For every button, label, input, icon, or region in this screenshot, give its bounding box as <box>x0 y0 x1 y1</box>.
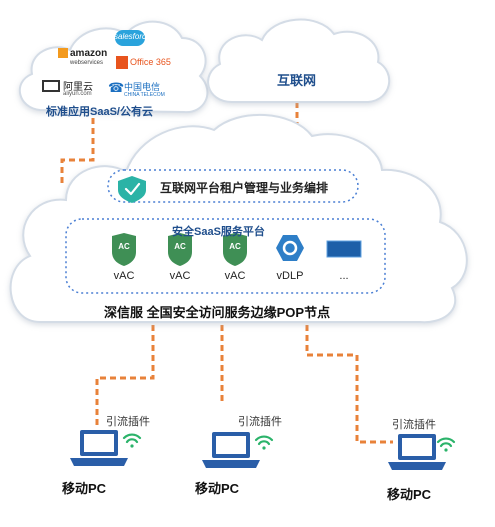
pc-label-3: 移动PC <box>387 487 432 502</box>
plugin-label-2: 引流插件 <box>238 416 282 428</box>
pc-label-1: 移动PC <box>62 481 107 496</box>
vac-icon-2 <box>168 233 192 266</box>
telecom-logo-text: 中国电信 <box>124 82 161 92</box>
vac-badge-2: AC <box>174 242 186 251</box>
service-label-vdlp: vDLP <box>276 270 304 282</box>
pop-node-label: 深信服 全国安全访问服务边缘POP节点 <box>104 305 331 320</box>
laptop-icon-1 <box>70 430 128 466</box>
vdlp-icon <box>276 235 304 261</box>
wifi-icon-3 <box>436 437 456 452</box>
telecom-icon: ☎ <box>108 80 125 95</box>
service-label-vac-1: vAC <box>113 270 135 282</box>
aliyun-icon <box>42 80 60 92</box>
connector-pc-1 <box>95 325 155 428</box>
office365-icon <box>116 56 128 69</box>
saas-platform-title: 安全SaaS服务平台 <box>172 226 265 238</box>
saas-cloud-label: 标准应用SaaS/公有云 <box>46 106 153 118</box>
vac-icon-1 <box>112 233 136 266</box>
tenant-bar-label: 互联网平台租户管理与业务编排 <box>160 181 329 195</box>
service-label-more: ... <box>339 270 349 282</box>
aliyun-logo-sub: aliyun.com <box>63 91 92 97</box>
service-label-vac-3: vAC <box>224 270 246 282</box>
salesforce-logo <box>115 30 145 46</box>
plugin-label-3: 引流插件 <box>392 419 436 431</box>
connector-saas <box>60 118 95 185</box>
service-label-vac-2: vAC <box>169 270 191 282</box>
internet-cloud-label: 互联网 <box>277 73 317 88</box>
amazon-cube-icon <box>58 48 68 58</box>
more-services-icon <box>326 240 362 258</box>
internet-cloud <box>207 18 391 103</box>
shield-icon <box>118 176 146 203</box>
wifi-icon-2 <box>254 435 274 450</box>
laptop-icon-3 <box>388 434 446 470</box>
salesforce-logo-text: salesforce <box>114 32 151 41</box>
office365-logo-text: Office 365 <box>130 57 171 67</box>
connector-pc-3 <box>305 325 393 444</box>
amazon-logo-sub: webservices <box>70 60 104 66</box>
pc-label-2: 移动PC <box>195 481 240 496</box>
laptop-icon-2 <box>202 432 260 468</box>
vac-badge-3: AC <box>229 242 241 251</box>
wifi-icon-1 <box>122 433 142 448</box>
telecom-logo-sub: CHINA TELECOM <box>124 92 165 98</box>
aliyun-logo-text: 阿里云 <box>63 82 93 93</box>
vac-icon-3 <box>223 233 247 266</box>
vac-badge-1: AC <box>118 242 130 251</box>
amazon-logo-text: amazon <box>70 48 108 59</box>
tenant-bar <box>107 169 359 203</box>
plugin-label-1: 引流插件 <box>106 416 150 428</box>
